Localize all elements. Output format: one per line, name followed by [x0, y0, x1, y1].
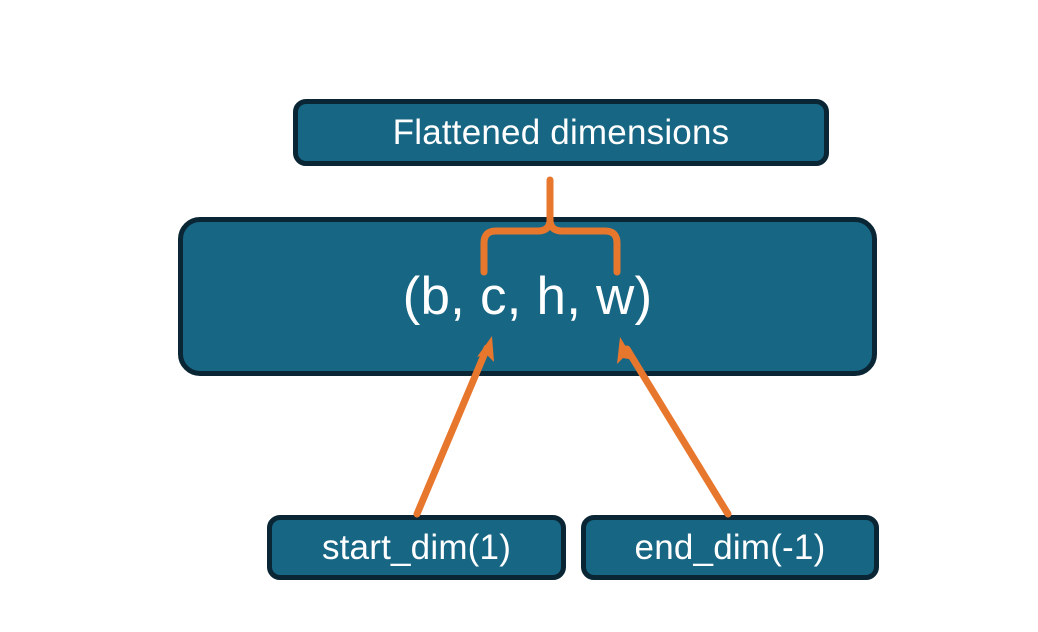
node-tensor-shape: (b, c, h, w) — [178, 217, 877, 376]
node-tensor-shape-label: (b, c, h, w) — [402, 267, 653, 326]
node-start-dim-label: start_dim(1) — [321, 528, 512, 567]
node-flattened-dimensions: Flattened dimensions — [293, 99, 829, 166]
node-end-dim: end_dim(-1) — [581, 515, 879, 580]
node-flattened-dimensions-label: Flattened dimensions — [392, 113, 730, 152]
node-start-dim: start_dim(1) — [267, 515, 566, 580]
node-end-dim-label: end_dim(-1) — [634, 528, 826, 567]
